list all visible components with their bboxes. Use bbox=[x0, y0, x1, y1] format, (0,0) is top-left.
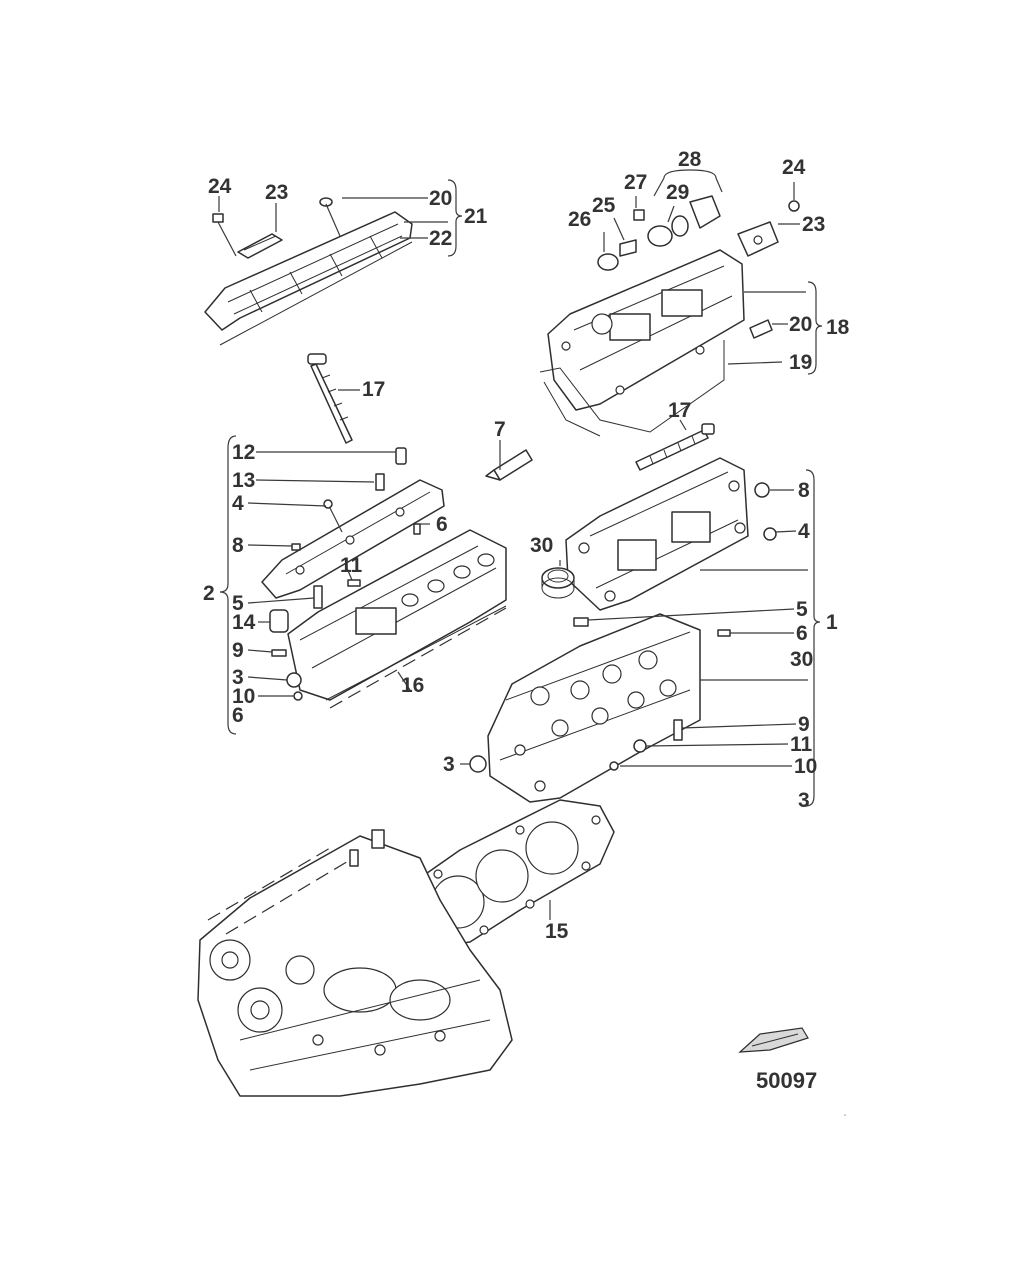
head-gasket bbox=[419, 799, 615, 947]
callout-right-30b: 30 bbox=[790, 648, 813, 671]
right-cam-carrier bbox=[565, 457, 749, 611]
left-bolt-24 bbox=[212, 213, 237, 257]
right-valve-cover-gasket bbox=[539, 340, 725, 437]
left-bolt-20 bbox=[319, 197, 341, 237]
spark-plug-tube bbox=[485, 449, 533, 481]
callout-right-15: 15 bbox=[545, 920, 569, 943]
left-camshaft bbox=[307, 353, 353, 444]
right-small-parts-top bbox=[754, 482, 777, 541]
callout-left-6b: 6 bbox=[232, 704, 244, 727]
callout-left-24: 24 bbox=[208, 175, 232, 198]
callout-right-29: 29 bbox=[666, 181, 689, 204]
right-bolt-24 bbox=[788, 200, 800, 212]
callout-left-13: 13 bbox=[232, 469, 255, 492]
right-coil-bracket bbox=[737, 221, 779, 257]
stray-dot bbox=[844, 1114, 846, 1116]
callout-right-18: 18 bbox=[826, 316, 850, 339]
callout-right-17: 17 bbox=[668, 399, 691, 422]
callout-right-25: 25 bbox=[592, 194, 616, 217]
callout-labels: 24 23 20 21 22 17 7 12 13 4 6 8 11 2 5 1… bbox=[203, 148, 850, 1093]
callout-left-5: 5 bbox=[232, 592, 244, 615]
left-cam-carrier bbox=[261, 479, 445, 599]
callout-left-9: 9 bbox=[232, 639, 244, 662]
callout-right-3b: 3 bbox=[798, 789, 810, 812]
callout-left-11: 11 bbox=[340, 554, 363, 577]
right-oil-cap-parts bbox=[597, 195, 721, 271]
callout-right-24: 24 bbox=[782, 156, 806, 179]
callout-left-6: 6 bbox=[436, 513, 448, 536]
callout-left-17: 17 bbox=[362, 378, 385, 401]
callout-left-23: 23 bbox=[265, 181, 288, 204]
callout-right-3: 3 bbox=[443, 753, 455, 776]
callout-right-27: 27 bbox=[624, 171, 647, 194]
callout-right-30: 30 bbox=[530, 534, 553, 557]
left-coil-bracket bbox=[237, 233, 283, 259]
callout-left-2: 2 bbox=[203, 582, 215, 605]
left-small-parts bbox=[269, 447, 421, 701]
callout-left-4: 4 bbox=[232, 492, 244, 515]
callout-left-16: 16 bbox=[401, 674, 424, 697]
callout-right-6: 6 bbox=[796, 622, 808, 645]
right-cylinder-head bbox=[487, 613, 701, 803]
left-cylinder-head bbox=[287, 529, 507, 701]
callout-left-12: 12 bbox=[232, 441, 255, 464]
callout-right-10: 10 bbox=[794, 755, 817, 778]
right-valve-cover bbox=[547, 249, 745, 411]
figure-id: 50097 bbox=[756, 1068, 817, 1093]
callout-right-28: 28 bbox=[678, 148, 702, 171]
callout-left-21: 21 bbox=[464, 205, 488, 228]
right-camshaft bbox=[635, 423, 715, 471]
callout-left-10: 10 bbox=[232, 685, 255, 708]
callout-left-3: 3 bbox=[232, 666, 244, 689]
callout-left-20: 20 bbox=[429, 187, 452, 210]
callout-right-23: 23 bbox=[802, 213, 825, 236]
callout-right-8: 8 bbox=[798, 479, 810, 502]
callout-left-7: 7 bbox=[494, 418, 506, 441]
callout-right-1: 1 bbox=[826, 611, 838, 634]
callout-right-19: 19 bbox=[789, 351, 812, 374]
callout-left-14: 14 bbox=[232, 611, 256, 634]
right-bolt-20 bbox=[749, 319, 773, 339]
left-valve-cover bbox=[204, 211, 413, 346]
left-head-gasket-strip bbox=[329, 607, 507, 709]
callout-left-8: 8 bbox=[232, 534, 244, 557]
leader-lines bbox=[218, 169, 823, 920]
callout-right-4: 4 bbox=[798, 520, 810, 543]
callout-left-22: 22 bbox=[429, 227, 452, 250]
cam-seal bbox=[541, 567, 575, 599]
callout-right-20: 20 bbox=[789, 313, 812, 336]
engine-block bbox=[197, 829, 513, 1097]
callout-right-11: 11 bbox=[790, 733, 813, 756]
right-small-parts bbox=[469, 617, 731, 773]
callout-right-9: 9 bbox=[798, 713, 810, 736]
callout-right-5: 5 bbox=[796, 598, 808, 621]
callout-right-26: 26 bbox=[568, 208, 591, 231]
engine-locator-icon bbox=[738, 1027, 809, 1053]
